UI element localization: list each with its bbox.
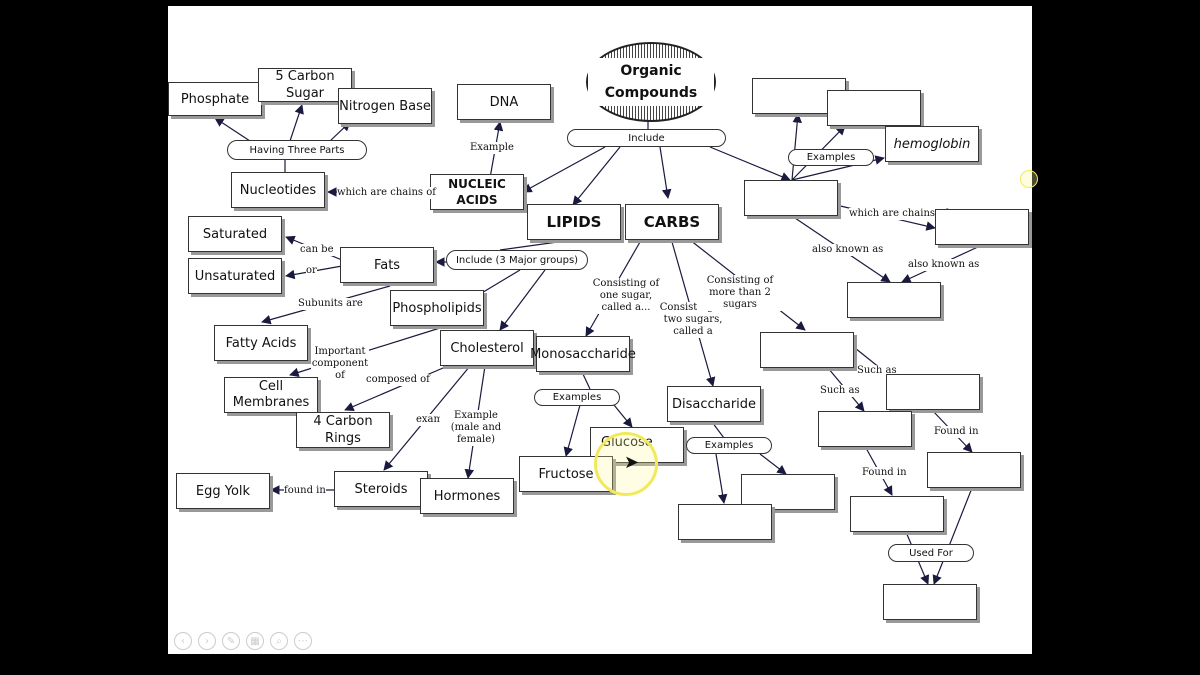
protein-chain-label: which are chains of: [849, 208, 948, 220]
aka-label-2: also known as: [908, 259, 980, 271]
zoom-icon[interactable]: ⌕: [270, 632, 288, 650]
protein-node: [744, 180, 838, 216]
prev-icon[interactable]: ‹: [174, 632, 192, 650]
nucleotides-node: Nucleotides: [231, 172, 325, 208]
edge-include-nucleic: [522, 146, 606, 193]
dna-node: DNA: [457, 84, 551, 120]
edge-chol-rings: [344, 364, 451, 412]
used-for-target-node: [883, 584, 977, 620]
monosaccharide-node: Monosaccharide: [530, 336, 636, 372]
nucleic-example-label: Example: [470, 142, 514, 154]
include-link-pill: Include: [567, 129, 726, 147]
edge-include-carbs: [659, 146, 672, 199]
nucleic-acids-node: NUCLEIC ACIDS: [430, 174, 524, 210]
edge-ex-glucose: [613, 404, 633, 428]
edge-highlight-dot: [1020, 170, 1038, 188]
carbs-node: CARBS: [625, 204, 719, 240]
mono-examples-pill: Examples: [534, 389, 620, 406]
next-icon[interactable]: ›: [198, 632, 216, 650]
edge-diex-2: [759, 453, 787, 475]
can-be-label: can be: [300, 244, 334, 256]
found-in-label-2: Found in: [934, 426, 979, 438]
hormones-node: Hormones: [420, 478, 514, 514]
edge-parts-phosphate: [214, 117, 251, 142]
edge-ex-fructose: [563, 404, 581, 457]
edge-parts-nitrogen: [329, 121, 351, 142]
more-icon[interactable]: ⋯: [294, 632, 312, 650]
found-in-target-1-node: [850, 496, 944, 532]
edge-include-proteins: [709, 146, 791, 182]
or-label: or: [306, 265, 317, 277]
root-title-node: Organic Compounds: [586, 42, 716, 122]
edge-prot-ex1: [791, 113, 802, 181]
one-sugar-label: Consisting of one sugar, called a...: [588, 278, 664, 314]
cell-membranes-node: Cell Membranes: [224, 377, 318, 413]
polysaccharide-node: [760, 332, 854, 368]
disaccharide-node: Disaccharide: [667, 386, 761, 422]
more-sugar-label: Consisting of more than 2 sugars: [697, 275, 783, 311]
subunits-label: Subunits are: [298, 298, 363, 310]
egg-yolk-node: Egg Yolk: [176, 473, 270, 509]
aka-label-1: also known as: [812, 244, 884, 256]
edge-groups-chol: [499, 269, 546, 331]
three-groups-pill: Include (3 Major groups): [446, 250, 588, 270]
cursor-highlight: [594, 432, 658, 496]
example-male-female-label: Example (male and female): [440, 410, 512, 446]
carbon-rings-node: 4 Carbon Rings: [296, 412, 390, 448]
presentation-controls: ‹ › ✎ ▦ ⌕ ⋯: [174, 632, 312, 650]
root-title-text: Organic Compounds: [588, 58, 714, 106]
edge-mono-examples: [581, 371, 591, 390]
unsaturated-node: Unsaturated: [188, 258, 282, 294]
edge-usedfor-2: [932, 487, 973, 585]
found-in-label-1: Found in: [862, 467, 907, 479]
hemoglobin-node: hemoglobin: [885, 126, 979, 162]
composed-of-label: composed of: [366, 374, 430, 386]
such-as-label-1: Such as: [820, 385, 860, 397]
steroids-node: Steroids: [334, 471, 428, 507]
di-examples-pill: Examples: [686, 437, 772, 454]
two-sugar-label: Consisting of two sugars, called a: [655, 302, 731, 338]
phosphate-node: Phosphate: [168, 82, 262, 116]
important-component-label: Important component of: [311, 346, 369, 382]
found-in-target-2-node: [927, 452, 1021, 488]
edge-di-examples: [711, 421, 725, 439]
edge-diex-1: [715, 453, 728, 504]
edge-lipids-groups: [499, 239, 573, 251]
fats-node: Fats: [340, 247, 434, 283]
protein-chain-target-node: [935, 209, 1029, 245]
polysaccharide-example-2-node: [886, 374, 980, 410]
edge-parts-sugar: [289, 104, 304, 142]
menu-icon[interactable]: ▦: [246, 632, 264, 650]
pen-icon[interactable]: ✎: [222, 632, 240, 650]
nitrogen-base-node: Nitrogen Base: [338, 88, 432, 124]
used-for-pill: Used For: [888, 544, 974, 562]
cholesterol-node: Cholesterol: [440, 330, 534, 366]
edge-include-lipids: [572, 146, 621, 206]
disaccharide-example-1-node: [678, 504, 772, 540]
fatty-acids-node: Fatty Acids: [214, 325, 308, 361]
carbon-sugar-node: 5 Carbon Sugar: [258, 68, 352, 102]
found-in-label: found in: [284, 485, 326, 497]
phospholipids-node: Phospholipids: [390, 290, 484, 326]
nucleic-chain-label: which are chains of: [337, 187, 436, 199]
saturated-node: Saturated: [188, 216, 282, 252]
lipids-node: LIPIDS: [527, 204, 621, 240]
aka-target-node: [847, 282, 941, 318]
cursor-pointer-icon: ➤: [624, 452, 640, 473]
three-parts-pill: Having Three Parts: [227, 140, 367, 160]
polysaccharide-example-1-node: [818, 411, 912, 447]
protein-examples-pill: Examples: [788, 149, 874, 166]
protein-example-2-node: [827, 90, 921, 126]
